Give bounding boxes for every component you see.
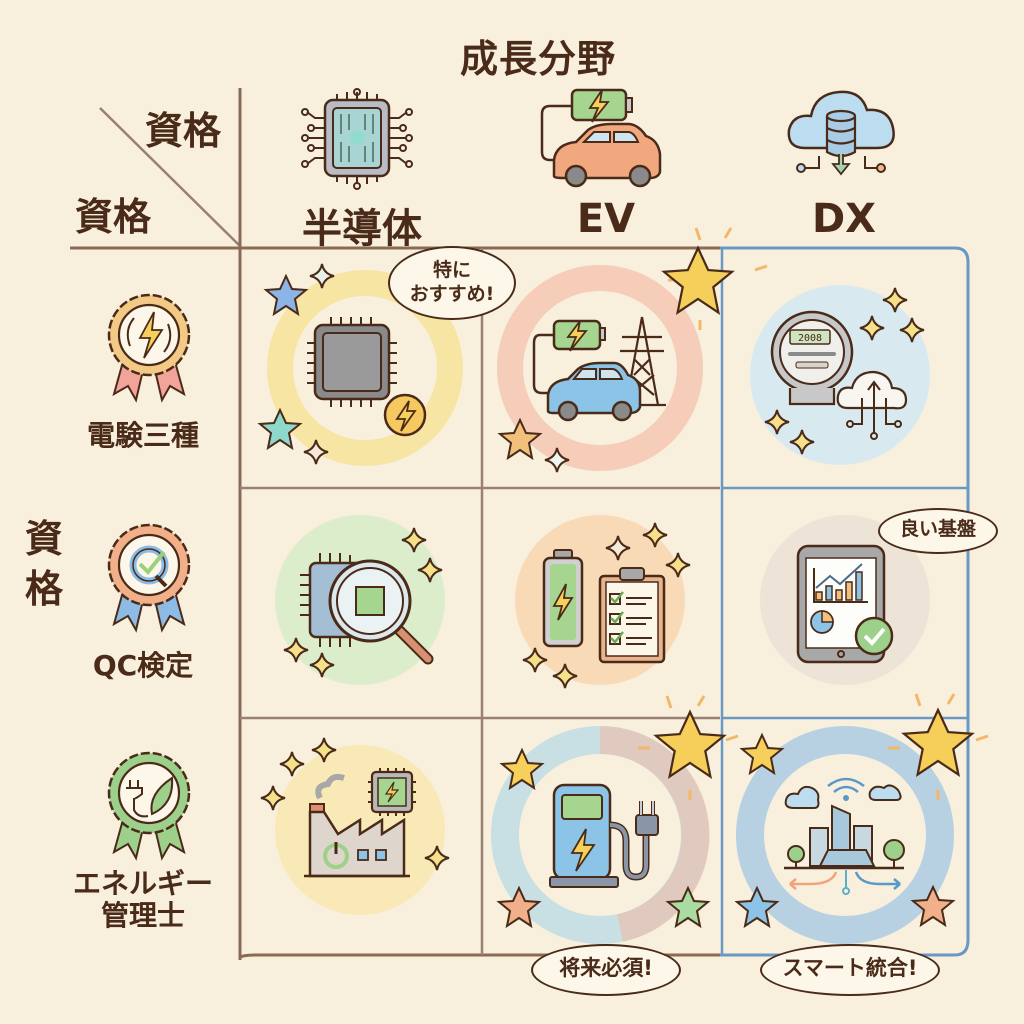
star-icon: [741, 734, 783, 774]
sparkle-icon: [260, 785, 286, 811]
sparkle-icon: [279, 751, 305, 777]
callout-future-essential: 将来必須!: [531, 944, 681, 996]
row-axis-label: 資格: [24, 517, 63, 611]
sparkle-icon: [789, 429, 815, 455]
callout-recommended: 特に おすすめ!: [388, 246, 516, 320]
callout-smart-integration: スマート統合!: [760, 944, 940, 996]
star-icon: [912, 886, 954, 926]
sparkle-icon: [859, 315, 885, 341]
star-icon: [501, 749, 543, 789]
sparkle-icon: [882, 287, 908, 313]
battery-checklist-icon: [542, 549, 666, 664]
big-star-icon: [902, 708, 974, 776]
ev-car-battery-icon: [540, 88, 662, 188]
row-label-qc: QC検定: [92, 649, 194, 682]
star-icon: [499, 419, 541, 459]
sparkle-icon: [311, 737, 337, 763]
power-chip-icon: [307, 317, 427, 437]
glow-ring-energy-dx: [736, 726, 954, 944]
sparkle-icon: [764, 409, 790, 435]
cloud-database-icon: [787, 90, 895, 176]
row-label-energy: エネルギー 管理士: [48, 868, 238, 932]
star-icon: [667, 887, 709, 927]
callout-recommended-line2: おすすめ!: [409, 283, 495, 305]
row-label-energy-line2: 管理士: [100, 899, 185, 932]
tablet-analytics-icon: [796, 544, 894, 664]
callout-good-foundation: 良い基盤: [878, 508, 998, 554]
sparkle-icon: [283, 637, 309, 663]
glow-ring-denken-ev: [497, 265, 703, 471]
plug-leaf-badge-icon: [107, 751, 191, 861]
diagonal-divider: [99, 107, 241, 247]
sparkle-icon: [309, 263, 335, 289]
ev-grid-tower-icon: [532, 316, 666, 422]
smart-meter-cloud-icon: 2008: [770, 310, 908, 440]
meter-reading: 2008: [798, 333, 822, 344]
charging-station-icon: [549, 783, 659, 888]
smart-factory-icon: [304, 768, 416, 878]
star-icon: [265, 275, 307, 315]
chart-title: 成長分野: [460, 37, 617, 81]
sparkle-icon: [309, 652, 335, 678]
smart-city-icon: [784, 777, 905, 895]
big-star-icon: [654, 710, 726, 778]
qc-check-badge-icon: [107, 523, 191, 633]
glow-ring-denken-semi: [267, 270, 463, 466]
sparkle-icon: [424, 845, 450, 871]
callout-recommended-line1: 特に: [432, 259, 471, 281]
column-header-semiconductor: 半導体: [302, 206, 422, 252]
chip-icon: [301, 88, 413, 190]
lightning-badge-icon: [107, 293, 191, 403]
featured-star-energy-dx: [888, 693, 989, 800]
corner-label-top: 資格: [145, 109, 222, 153]
sparkle-icon: [544, 447, 570, 473]
star-icon: [259, 409, 301, 449]
grid-bottom-brown: [238, 953, 720, 959]
sparkle-icon: [665, 552, 691, 578]
star-icon: [736, 887, 778, 927]
big-star-icon: [662, 246, 734, 314]
sparkle-icon: [522, 647, 548, 673]
sparkle-icon: [417, 557, 443, 583]
sparkle-icon: [552, 663, 578, 689]
sparkle-icon: [401, 527, 427, 553]
star-icon: [498, 887, 540, 927]
dx-column-frame: [720, 246, 970, 957]
row-label-energy-line1: エネルギー: [72, 867, 213, 900]
sparkle-icon: [899, 317, 925, 343]
sparkle-icon: [642, 522, 668, 548]
row-label-denken: 電験三種: [86, 419, 199, 452]
column-header-ev: EV: [576, 196, 636, 242]
chip-inspection-icon: [300, 553, 434, 665]
column-header-dx: DX: [811, 196, 877, 242]
featured-star-energy-ev: [638, 695, 739, 800]
sparkle-icon: [303, 439, 329, 465]
featured-star-denken-ev: [662, 227, 768, 330]
corner-label-bottom: 資格: [75, 195, 152, 239]
sparkle-icon: [605, 535, 631, 561]
